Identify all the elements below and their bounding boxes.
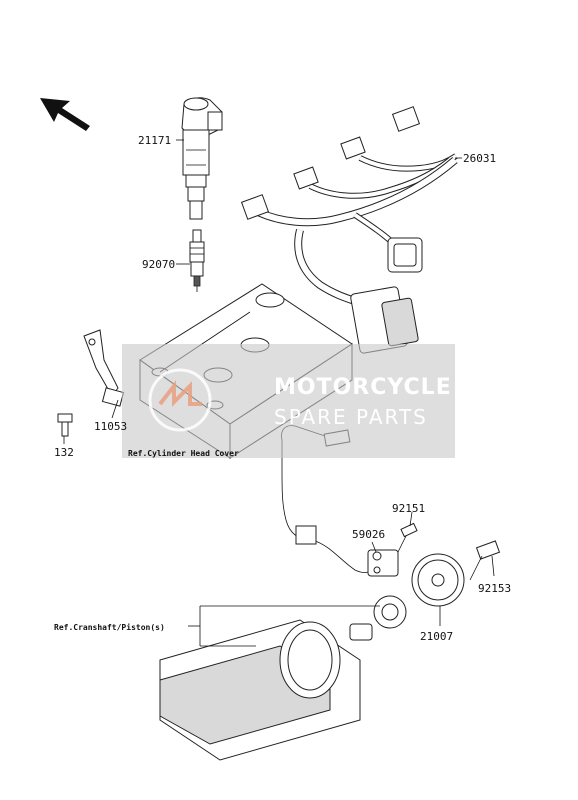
watermark-line1: MOTORCYCLE xyxy=(274,375,452,400)
label-92153: 92153 xyxy=(478,582,511,595)
label-59026: 59026 xyxy=(352,528,385,541)
spark-plug xyxy=(189,229,205,292)
pickup-coil xyxy=(367,549,399,577)
rotor-bolt xyxy=(469,540,501,581)
wiring-harness xyxy=(240,106,458,354)
label-92151: 92151 xyxy=(392,502,425,515)
bracket xyxy=(83,329,125,407)
label-21171: 21171 xyxy=(138,134,171,147)
label-11053: 11053 xyxy=(94,420,127,433)
ignition-coil xyxy=(181,97,223,220)
watermark-logo xyxy=(148,368,212,432)
label-26031: 26031 xyxy=(463,152,496,165)
arrow-up-left-icon xyxy=(40,98,90,131)
label-92070: 92070 xyxy=(142,258,175,271)
watermark: MOTORCYCLE SPARE PARTS xyxy=(122,344,455,458)
timing-rotor xyxy=(411,553,465,607)
ref-crankshaft-piston: Ref.Cranshaft/Piston(s) xyxy=(54,622,165,632)
screw xyxy=(397,522,418,553)
ref-cylinder-head-cover: Ref.Cylinder Head Cover xyxy=(128,448,239,458)
label-132: 132 xyxy=(54,446,74,459)
label-21007: 21007 xyxy=(420,630,453,643)
bolt xyxy=(57,413,73,437)
crankshaft xyxy=(159,595,407,761)
watermark-line2: SPARE PARTS xyxy=(274,405,428,429)
